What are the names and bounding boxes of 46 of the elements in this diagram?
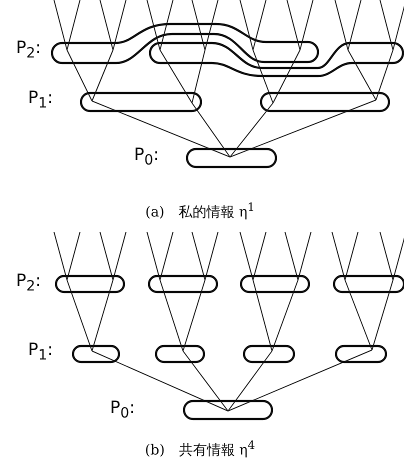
information-set-bar <box>240 275 310 293</box>
information-set-bar <box>243 345 295 363</box>
branch-line <box>230 100 376 158</box>
information-set-bar <box>186 148 277 168</box>
branch-line <box>66 50 92 102</box>
caption: (a) 私的情報 η$^{1}$ <box>145 202 255 220</box>
branch-line <box>272 50 300 104</box>
player-label: P$_{1}$: <box>28 90 54 111</box>
branch-line <box>372 280 394 350</box>
branch-line <box>160 50 192 104</box>
player-label: P$_{0}$: <box>134 147 160 168</box>
branch-line <box>252 50 274 104</box>
player-label: P$_{0}$: <box>110 400 136 421</box>
information-set-bar <box>155 345 205 363</box>
information-set-bar <box>52 23 320 65</box>
branch-line <box>160 280 184 352</box>
information-set-bar <box>55 275 125 293</box>
branch-line <box>344 280 372 350</box>
information-set-bar <box>335 345 387 363</box>
branch-line <box>228 350 372 412</box>
branch-line <box>182 350 228 412</box>
information-set-bar <box>183 400 273 420</box>
branch-line <box>272 280 298 352</box>
player-label: P$_{1}$: <box>28 342 54 363</box>
branch-line <box>348 50 376 100</box>
branch-line <box>92 50 114 102</box>
branch-line <box>376 50 394 100</box>
branch-line <box>66 280 92 352</box>
information-set-bar <box>148 41 404 78</box>
branch-line <box>228 350 272 412</box>
information-set-bar <box>72 345 120 363</box>
branch-line <box>192 102 230 158</box>
information-set-bar <box>333 275 404 293</box>
branch-line <box>230 102 274 158</box>
player-label: P$_{2}$: <box>16 273 42 294</box>
branch-line <box>92 100 230 158</box>
branch-line <box>252 280 272 352</box>
branch-line <box>182 280 206 352</box>
information-set-bar <box>148 275 218 293</box>
information-set-bar <box>260 92 390 112</box>
branch-line <box>92 350 228 412</box>
branch-line <box>192 50 206 104</box>
information-set-bar <box>80 92 202 112</box>
branch-line <box>92 280 114 352</box>
player-label: P$_{2}$: <box>16 40 42 61</box>
caption: (b) 共有情報 η$^{4}$ <box>144 440 256 458</box>
